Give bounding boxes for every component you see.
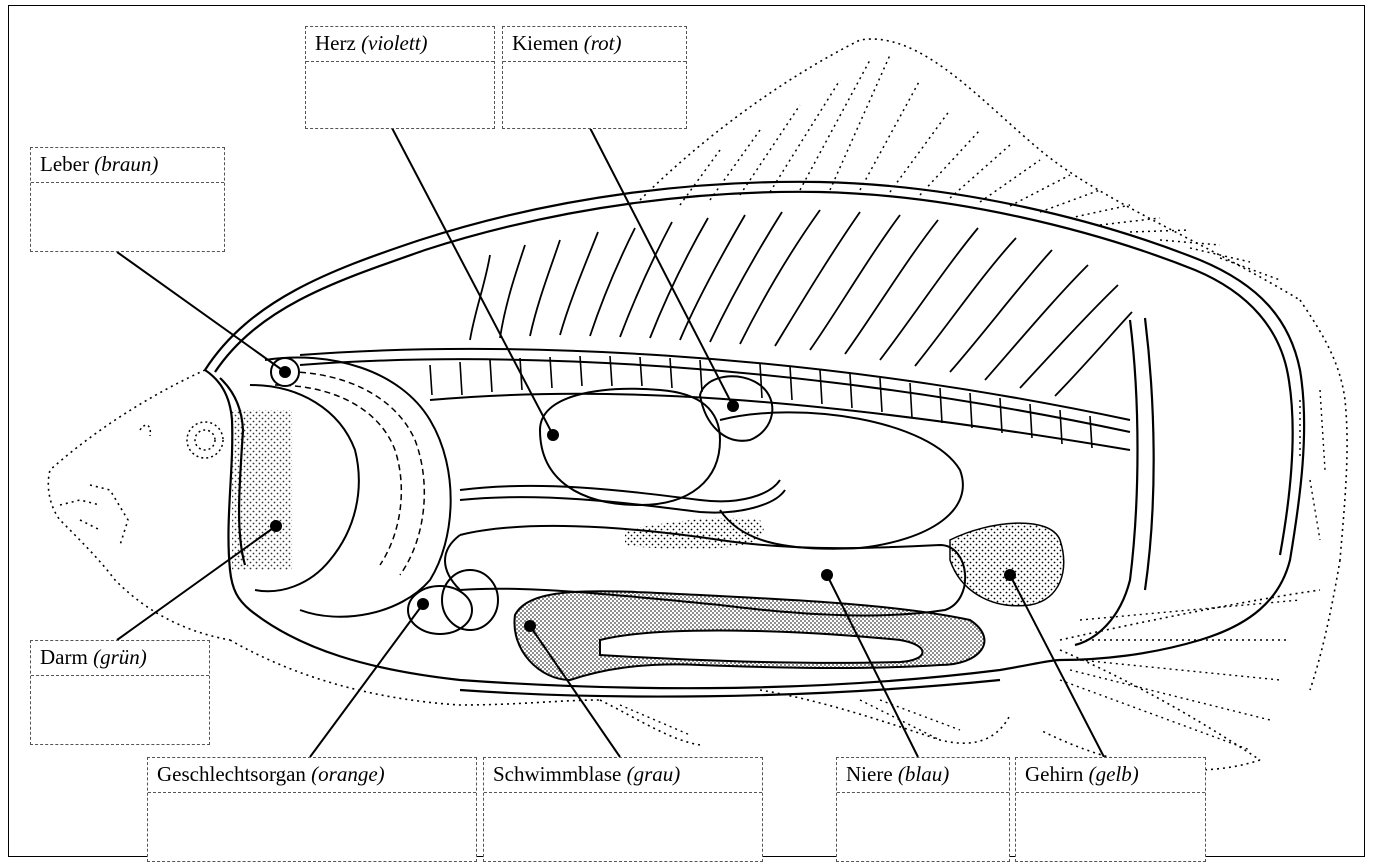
answer-field-darm[interactable] <box>31 676 209 744</box>
answer-field-herz[interactable] <box>306 62 494 128</box>
leader-darm <box>117 526 276 640</box>
label-geschlechtsorgan: Geschlechtsorgan (orange) <box>148 758 476 793</box>
eye <box>140 422 223 458</box>
answer-field-schwimmblase[interactable] <box>484 793 762 861</box>
label-niere: Niere (blau) <box>837 758 1009 793</box>
label-gehirn: Gehirn (gelb) <box>1016 758 1205 793</box>
dot-schwimmblase <box>524 620 536 632</box>
label-kiemen: Kiemen (rot) <box>503 27 686 62</box>
label-herz: Herz (violett) <box>306 27 494 62</box>
label-box-schwimmblase: Schwimmblase (grau) <box>483 757 763 862</box>
label-schwimmblase: Schwimmblase (grau) <box>484 758 762 793</box>
dot-herz <box>547 429 559 441</box>
answer-field-niere[interactable] <box>837 793 1009 861</box>
leader-herz <box>392 128 553 435</box>
stipple-intestine-top <box>625 518 764 549</box>
gill-lamellae <box>270 372 424 575</box>
leader-kiemen <box>590 128 733 406</box>
leader-geschlechtsorgan <box>310 604 423 757</box>
stipple-brain <box>950 523 1064 606</box>
dot-kiemen <box>727 400 739 412</box>
dot-geschlechtsorgan <box>417 598 429 610</box>
label-box-leber: Leber (braun) <box>30 147 225 252</box>
dot-niere <box>821 569 833 581</box>
label-box-darm: Darm (grün) <box>30 640 210 745</box>
label-box-gehirn: Gehirn (gelb) <box>1015 757 1206 862</box>
answer-field-gehirn[interactable] <box>1016 793 1205 861</box>
dot-leber <box>279 366 291 378</box>
dot-gehirn <box>1004 569 1016 581</box>
answer-field-kiemen[interactable] <box>503 62 686 128</box>
dorsal-fin-rays <box>680 55 1280 280</box>
spine <box>300 349 1130 450</box>
label-box-geschlechtsorgan: Geschlechtsorgan (orange) <box>147 757 477 862</box>
label-darm: Darm (grün) <box>31 641 209 676</box>
label-box-herz: Herz (violett) <box>305 26 495 129</box>
label-box-kiemen: Kiemen (rot) <box>502 26 687 129</box>
answer-field-geschlechtsorgan[interactable] <box>148 793 476 861</box>
label-box-niere: Niere (blau) <box>836 757 1010 862</box>
label-leber: Leber (braun) <box>31 148 224 183</box>
liver-stipple <box>232 410 292 570</box>
answer-field-leber[interactable] <box>31 183 224 251</box>
dot-darm <box>270 520 282 532</box>
